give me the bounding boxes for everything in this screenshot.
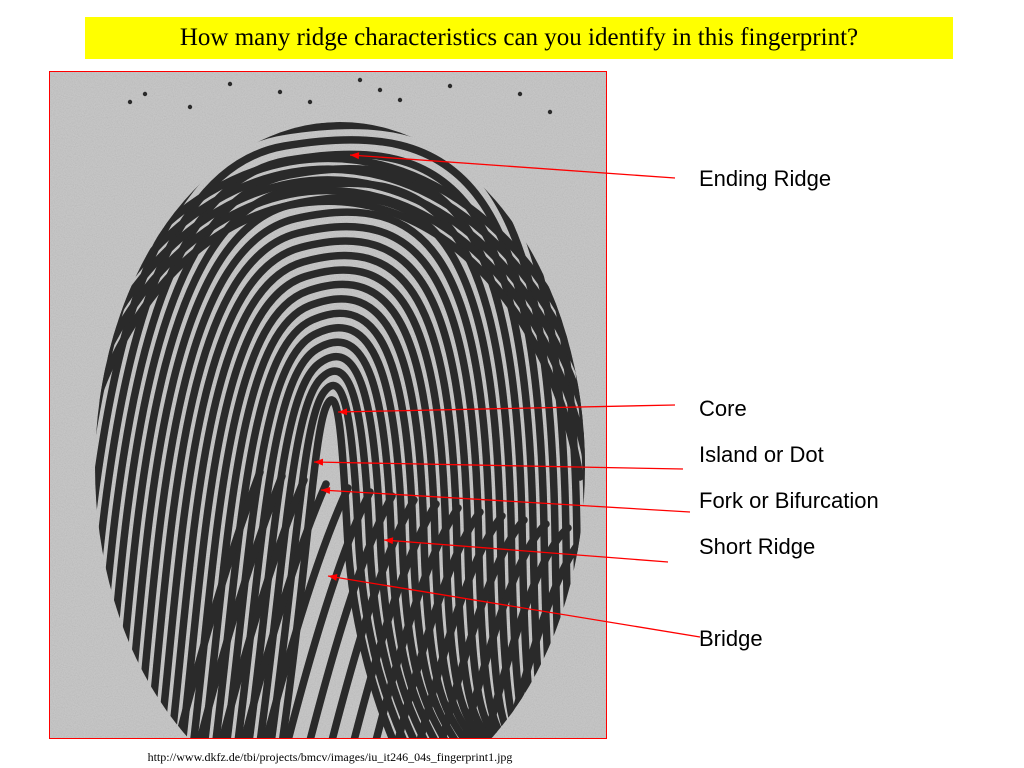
ink-speck [127, 99, 133, 105]
ridge-loop [95, 136, 585, 738]
page-title: How many ridge characteristics can you i… [179, 24, 859, 51]
ridge-diagonal [166, 468, 264, 738]
label-ending-ridge: Ending Ridge [699, 166, 832, 191]
fingerprint-image [49, 71, 607, 739]
label-short-ridge: Short Ridge [699, 534, 816, 559]
ink-speck [547, 109, 553, 115]
label-bridge: Bridge [699, 626, 763, 651]
ink-speck [357, 77, 363, 83]
ridge-loop [95, 150, 585, 738]
ridge-outer-arc [95, 197, 584, 481]
label-core: Core [699, 396, 747, 421]
label-fork-or-bifurcation: Fork or Bifurcation [699, 488, 879, 513]
title-banner: How many ridge characteristics can you i… [85, 17, 953, 59]
ridge-loop [153, 237, 532, 738]
ink-speck [447, 83, 453, 89]
ridge-loop [175, 266, 510, 738]
ridge-outer-arc [95, 186, 585, 481]
ridge-loop [219, 324, 466, 738]
fingerprint-drawing [50, 72, 606, 738]
ridge-loop [197, 295, 488, 738]
ink-speck [397, 97, 403, 103]
ridge-diagonal [232, 480, 330, 738]
ink-speck [517, 91, 523, 97]
ink-speck [307, 99, 313, 105]
ridge-diagonal [276, 488, 374, 738]
ink-speck [187, 104, 193, 110]
ink-speck [277, 89, 283, 95]
ridge-loop [274, 396, 412, 738]
ink-speck [227, 81, 233, 87]
ridge-diagonal [188, 472, 286, 738]
image-source-url[interactable]: http://www.dkfz.de/tbi/projects/bmcv/ima… [147, 750, 513, 764]
ink-speck [142, 91, 148, 97]
top-specks [127, 77, 553, 115]
label-island-or-dot: Island or Dot [699, 442, 824, 467]
ridge-diagonal [210, 476, 308, 738]
ridge-loop [142, 222, 543, 738]
ridge-diagonal [254, 484, 352, 738]
ink-speck [377, 87, 383, 93]
